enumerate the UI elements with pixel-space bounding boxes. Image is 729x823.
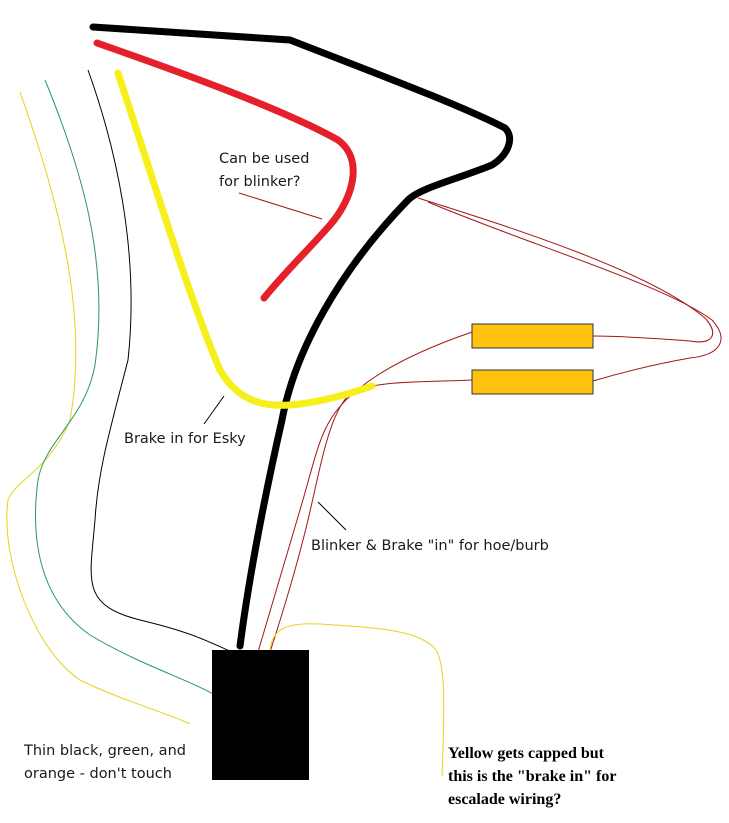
led-resistor-upper	[471, 323, 594, 349]
label-yellow-capped-line-2: this is the "brake in" for	[448, 768, 616, 785]
label-thin-wires-line-1: Thin black, green, and	[23, 743, 186, 759]
label-blinker-question-line-1: Can be used	[219, 151, 309, 167]
led-resistor-lower	[471, 369, 594, 395]
label-thin-wires: Thin black, green, and orange - don't to…	[23, 743, 191, 782]
leader-blinker-question	[238, 192, 323, 220]
thin-red-wire-hoe	[257, 331, 473, 653]
leader-blinker-brake-hoe	[317, 501, 347, 531]
label-brake-esky: Brake in for Esky	[124, 431, 246, 447]
leader-brake-esky	[203, 395, 225, 425]
label-blinker-question-line-2: for blinker?	[219, 174, 300, 190]
connector-block	[212, 650, 309, 780]
thick-black-wire	[89, 23, 513, 650]
label-thin-wires-line-2: orange - don't touch	[24, 766, 172, 782]
thin-yellow-wire	[6, 91, 191, 725]
thin-red-wire-upper-return	[427, 201, 722, 382]
label-yellow-capped-line-3: escalade wiring?	[448, 791, 561, 808]
thin-green-wire	[35, 79, 216, 696]
thin-yellow-wire-capped	[269, 623, 445, 777]
thick-yellow-wire	[114, 69, 376, 409]
label-blinker-question: Can be used for blinker?	[219, 151, 314, 190]
label-yellow-capped-line-1: Yellow gets capped but	[448, 745, 605, 762]
thick-red-wire	[93, 39, 357, 302]
thin-black-wire	[87, 69, 233, 653]
label-yellow-capped: Yellow gets capped but this is the "brak…	[448, 745, 620, 808]
label-blinker-brake-hoe: Blinker & Brake "in" for hoe/burb	[311, 538, 549, 554]
thin-red-wire-upper	[417, 197, 714, 343]
thin-red-wire-hoe-return	[269, 379, 473, 653]
